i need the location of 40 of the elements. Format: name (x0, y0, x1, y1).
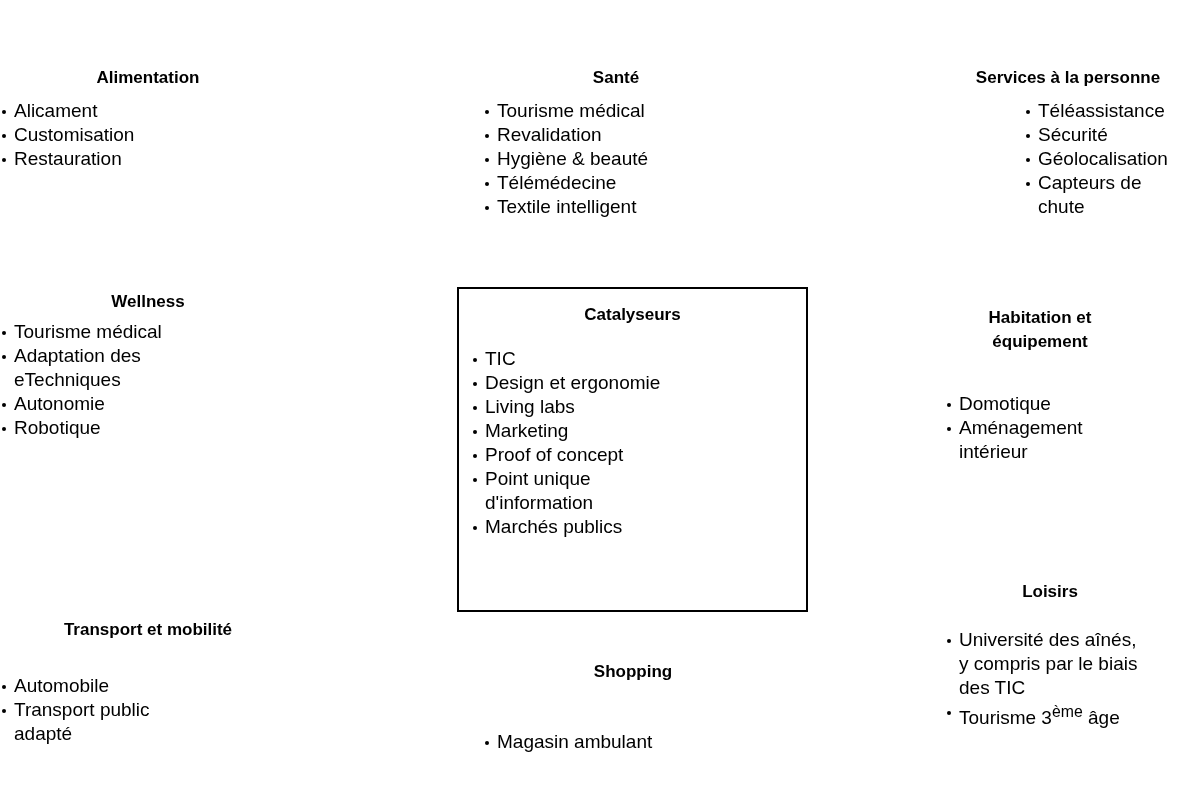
list-item: Transport public adapté (14, 698, 151, 746)
list-item: Sécurité (1038, 123, 1109, 147)
list-item: Marchés publics (485, 515, 624, 539)
list-item: Revalidation (497, 123, 603, 147)
list-item: Alicament (14, 99, 99, 123)
list-item: Customisation (14, 123, 136, 147)
list-item: Aménagement intérieur (959, 416, 1084, 464)
list-item: Capteurs de chute (1038, 171, 1143, 219)
box-heading: Catalyseurs (583, 304, 682, 326)
list-item: Marketing (485, 419, 570, 443)
list-item: Robotique (14, 416, 102, 440)
category-heading: Santé (591, 67, 641, 89)
category-heading: Wellness (110, 291, 186, 313)
list-item: Hygiène & beauté (497, 147, 650, 171)
list-item: Restauration (14, 147, 123, 171)
list-item: Domotique (959, 392, 1052, 416)
list-item: Téléassistance (1038, 99, 1166, 123)
list-item: Tourisme 3$^{ème}$ âge (959, 702, 1121, 731)
list-item: Télémédecine (497, 171, 618, 195)
list-item: Tourisme médical (14, 320, 163, 344)
list-item: Adaptation des eTechniques (14, 344, 142, 392)
category-heading: Loisirs (1021, 581, 1079, 603)
list-item: Design et ergonomie (485, 371, 662, 395)
list-item: TIC (485, 347, 517, 371)
category-heading: Services à la personne (974, 67, 1162, 89)
catalyst-box (457, 287, 808, 612)
list-item: Point unique d'information (485, 467, 595, 515)
list-item: Magasin ambulant (497, 730, 654, 754)
list-item: Autonomie (14, 392, 106, 416)
list-item: Géolocalisation (1038, 147, 1169, 171)
list-item: Textile intelligent (497, 195, 638, 219)
list-item: Proof of concept (485, 443, 625, 467)
category-heading: Shopping (592, 661, 674, 683)
category-heading: Alimentation (95, 67, 201, 89)
list-item: Université des aînés, y compris par le biais des TIC (959, 628, 1139, 700)
category-heading: Habitation et équipement (987, 307, 1093, 353)
list-item: Living labs (485, 395, 576, 419)
list-item: Tourisme médical (497, 99, 646, 123)
list-item: Automobile (14, 674, 111, 698)
category-heading: Transport et mobilité (62, 619, 234, 641)
